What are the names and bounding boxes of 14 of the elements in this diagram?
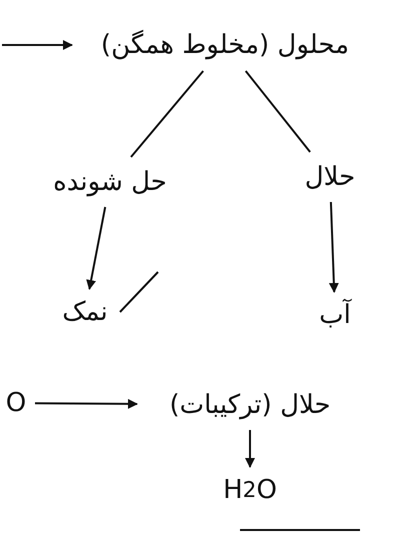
- handwritten-label: نمک: [50, 292, 120, 332]
- branch-line: [130, 70, 204, 158]
- arrow: [328, 202, 339, 293]
- arrow: [245, 430, 255, 468]
- arrow: [35, 398, 138, 409]
- arrow: [86, 206, 106, 290]
- handwritten-label: محلول (مخلوط همگن): [75, 22, 375, 68]
- arrow: [2, 40, 73, 50]
- handwritten-label: حلال: [285, 155, 375, 199]
- branch-line: [244, 70, 311, 153]
- handwritten-label: حل شونده: [40, 160, 180, 204]
- handwritten-label: O: [0, 385, 32, 421]
- handwritten-label: حلال (ترکیبات): [140, 383, 360, 427]
- handwritten-label: آب: [300, 295, 370, 335]
